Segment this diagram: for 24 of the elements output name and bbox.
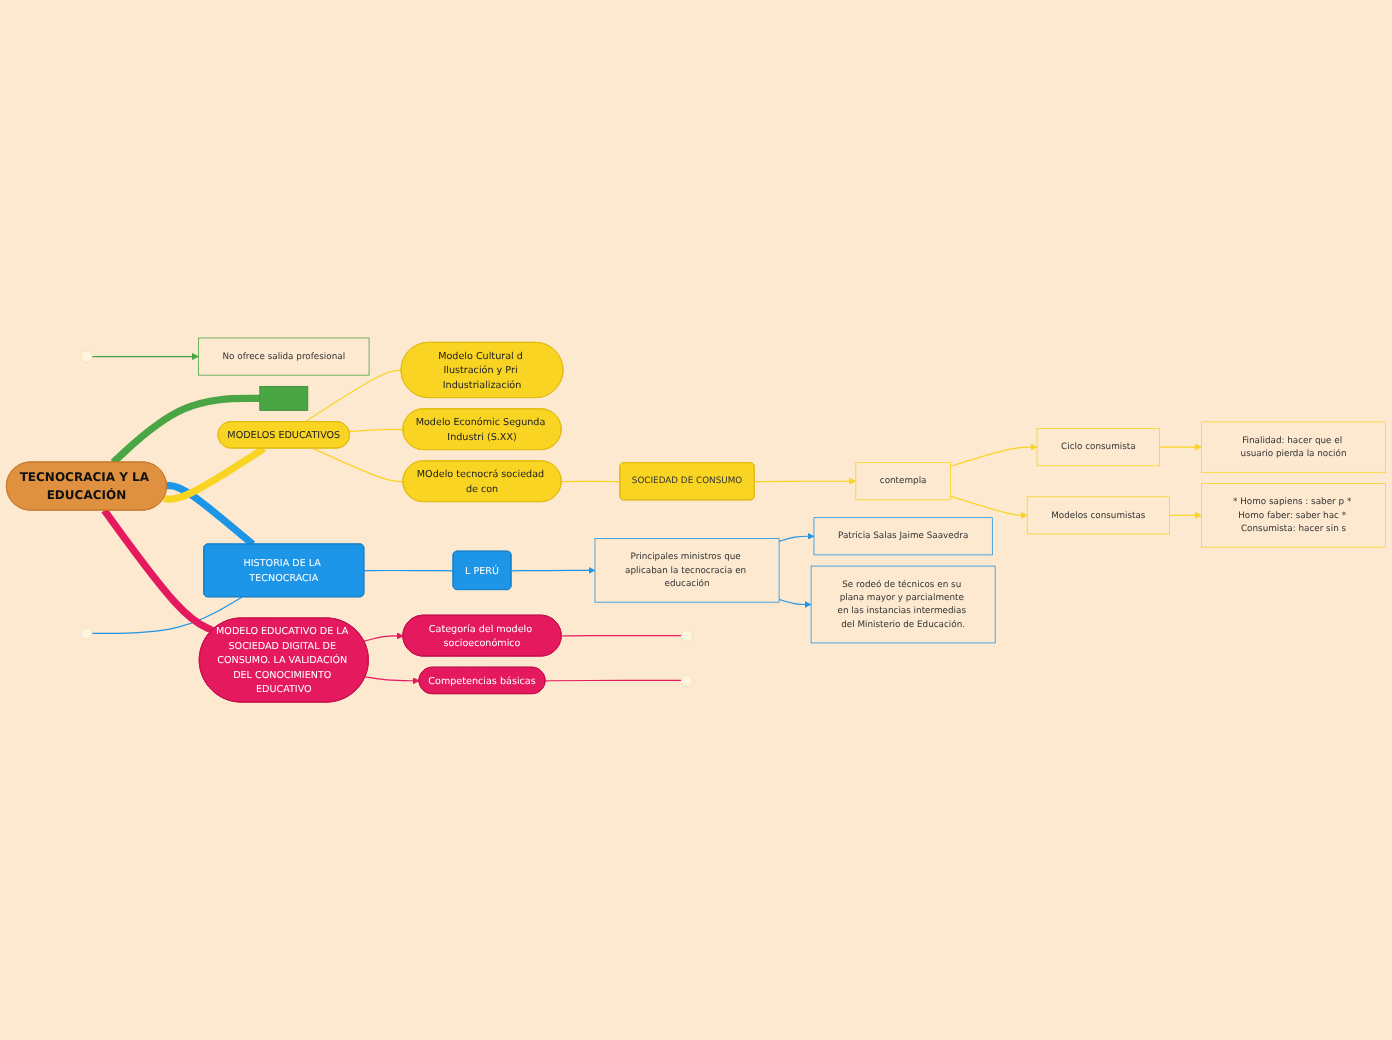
connector [560,635,683,637]
arrow [1168,511,1202,519]
connector [304,369,403,423]
connector [91,596,243,634]
connector [312,447,404,483]
arrow [510,566,596,574]
connector [348,428,404,433]
arrow [1159,443,1202,451]
arrow [364,676,420,685]
arrow [363,632,404,642]
arrow [778,532,815,542]
arrow [778,598,812,608]
node-box [259,386,309,411]
connector [165,482,256,548]
connector [163,445,266,503]
arrow [949,443,1038,467]
connector [560,480,621,483]
connector [110,394,260,466]
connector [363,569,455,572]
arrow [91,353,199,361]
arrow [754,477,857,485]
connector [544,679,683,682]
arrow [949,495,1028,519]
connector [101,508,214,634]
